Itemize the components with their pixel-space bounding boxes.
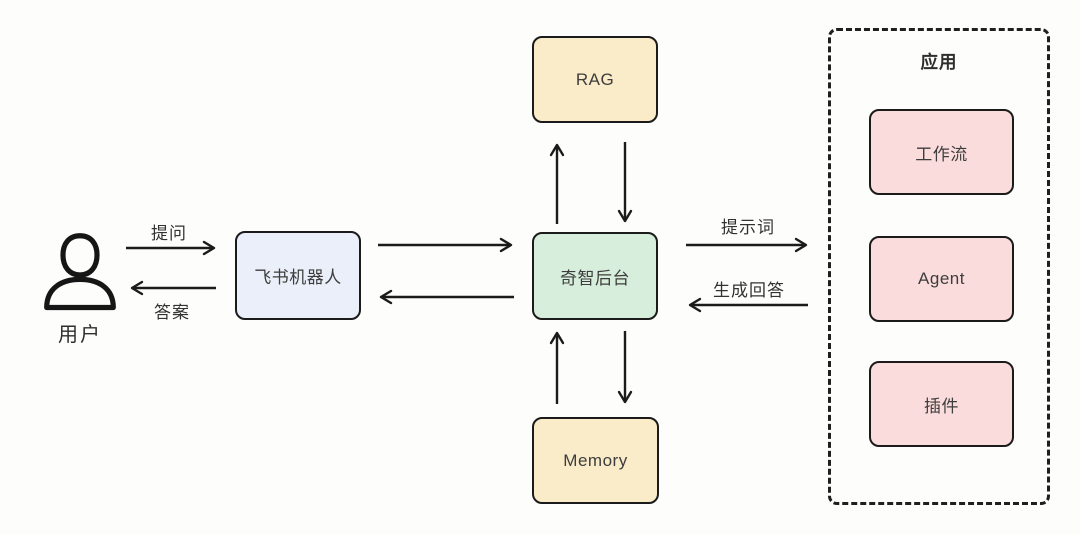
node-feishu-bot: 飞书机器人 [235, 231, 361, 320]
user-icon [44, 233, 116, 311]
node-memory: Memory [532, 417, 659, 504]
node-plugin: 插件 [869, 361, 1014, 447]
edge-label-generate-answer: 生成回答 [713, 281, 785, 300]
user-node: 用户 [42, 230, 118, 347]
node-rag-label: RAG [575, 69, 615, 89]
node-agent: Agent [869, 236, 1014, 322]
node-rag: RAG [532, 36, 658, 123]
edge-label-answer: 答案 [154, 303, 190, 322]
node-feishu-bot-label: 飞书机器人 [254, 268, 342, 287]
edge-label-ask: 提问 [151, 224, 187, 243]
node-backend: 奇智后台 [532, 232, 658, 320]
edge-label-prompt: 提示词 [721, 218, 775, 237]
app-group-title: 应用 [920, 52, 958, 72]
node-backend-label: 奇智后台 [560, 268, 630, 288]
node-plugin-label: 插件 [924, 396, 959, 416]
node-agent-label: Agent [918, 269, 965, 288]
app-group: 应用 工作流 Agent 插件 [828, 28, 1050, 505]
node-memory-label: Memory [563, 450, 628, 470]
user-label: 用户 [58, 324, 102, 346]
node-workflow-label: 工作流 [915, 144, 968, 164]
node-workflow: 工作流 [869, 109, 1014, 195]
